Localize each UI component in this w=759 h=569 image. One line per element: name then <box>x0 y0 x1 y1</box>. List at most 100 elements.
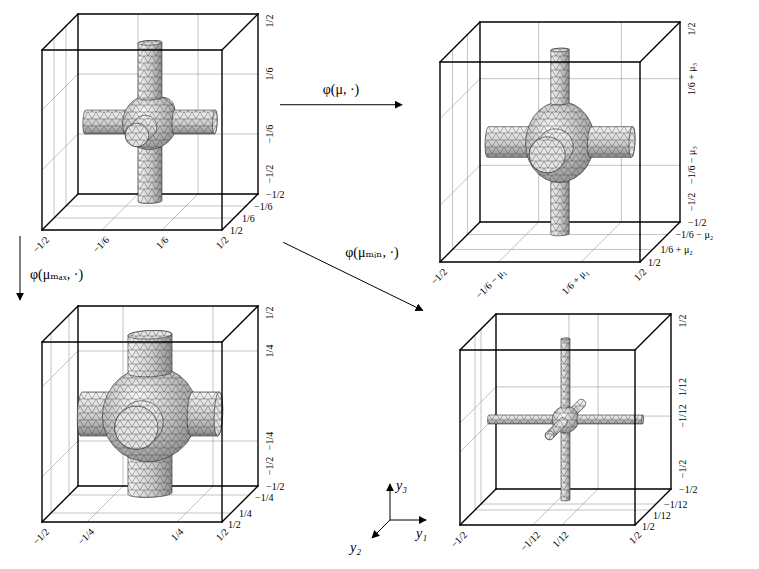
axis-label: y₃ <box>396 478 407 494</box>
axis-tick-label: 1/4 <box>264 345 275 358</box>
cube-edge <box>640 222 680 262</box>
cylinder-cap <box>561 338 570 340</box>
map-label: φ(μ, ·) <box>321 80 362 97</box>
axis-tick-label: −1/2 <box>688 217 706 228</box>
axis-tick-label: −1/12 <box>664 499 687 510</box>
axis-tick-label: −1/2 <box>679 484 697 495</box>
cube-panel: 1/21/6 + μ₃−1/6 − μ₃−1/2−1/2−1/6 − μ₂1/6… <box>410 22 680 262</box>
cylinder-mesh <box>128 330 172 376</box>
grid-line <box>51 513 231 514</box>
grid-line <box>162 194 198 230</box>
axis-tick-label: 1/2 <box>632 266 649 283</box>
cylinder-mesh <box>125 115 156 146</box>
sphere-mesh-mesh <box>102 366 197 461</box>
axis-tick-label: 1/2 <box>228 519 241 530</box>
cylinder-cap-mesh <box>561 338 570 340</box>
grid-line <box>481 329 482 504</box>
cylinder-mesh <box>545 418 567 440</box>
axis-tick-label: 1/2 <box>677 314 688 327</box>
cube-edge <box>440 222 480 262</box>
cube-edge <box>496 313 671 314</box>
axis-tick-label: −1/2 <box>264 165 275 183</box>
cube-edge <box>42 521 222 522</box>
cube-edge <box>41 50 42 230</box>
cube-edge <box>78 193 258 194</box>
cylinder-mesh-mesh <box>172 110 217 134</box>
axis-tick-label: −1/2 <box>677 460 688 478</box>
cube-edge <box>679 22 680 222</box>
cylinder-mesh-mesh <box>125 115 156 146</box>
cube-edge <box>480 21 680 22</box>
cylinder-cap <box>529 137 565 173</box>
map-label: φ(μₘᵢₙ, ·) <box>343 244 401 261</box>
cylinder-mesh <box>561 338 570 408</box>
grid-line <box>496 386 671 387</box>
cylinder-mesh-mesh <box>529 129 573 173</box>
grid-line <box>440 79 480 119</box>
cylinder-mesh <box>551 48 569 105</box>
grid-line <box>42 441 78 477</box>
sphere-mesh <box>122 94 177 149</box>
cylinder-mesh-mesh <box>561 338 570 408</box>
cylinder-mesh-mesh <box>577 415 643 424</box>
cylinder-mesh <box>588 127 635 158</box>
cube-edge <box>257 14 258 194</box>
grid-line <box>467 35 468 235</box>
axis-tick-label: −1/6 <box>254 201 272 212</box>
cube-edge <box>460 349 635 350</box>
cylinder-cap-mesh <box>125 123 148 146</box>
cylinder-cap-mesh <box>212 110 217 134</box>
cylinder-cap <box>128 330 172 339</box>
axis-tick-label: 1/2 <box>648 257 661 268</box>
cube-edge <box>460 524 635 525</box>
cube-edge <box>42 306 78 342</box>
grid-line <box>51 333 52 513</box>
axis-tick-label: 1/6 <box>154 234 171 251</box>
cube-edge <box>479 22 480 222</box>
axis-tick-label: −1/2 <box>266 189 284 200</box>
sphere-mesh <box>526 102 595 183</box>
cube-edge <box>257 306 258 486</box>
cylinder-mesh <box>187 392 223 436</box>
cylinder-mesh-mesh <box>128 330 172 376</box>
axis-tick-label: 1/2 <box>214 234 231 251</box>
axis-tick-label: 1/2 <box>214 526 231 543</box>
axis-tick-label: −1/6 − μ₂ <box>675 229 713 240</box>
axis-triad <box>372 484 426 538</box>
axis-tick-label: −1/2 <box>448 529 469 550</box>
grid-line <box>78 74 258 75</box>
sphere-mesh <box>102 366 197 461</box>
axis-tick-label: 1/12 <box>653 510 671 521</box>
cube-edge <box>77 14 78 194</box>
axis-tick-label: −1/2 <box>264 457 275 475</box>
axis-tick-label: −1/2 <box>30 526 51 547</box>
axis-arrow <box>372 520 390 538</box>
axis-arrow <box>390 484 391 520</box>
axis-tick-label: −1/2 <box>428 266 449 287</box>
cube-edge <box>222 14 258 50</box>
cylinder-cap <box>212 110 217 134</box>
axis-tick-label: 1/12 <box>677 378 688 396</box>
cylinder-mesh-mesh <box>115 401 164 450</box>
axis-tick-label: 1/2 <box>264 14 275 27</box>
axis-tick-label: −1/4 <box>264 432 275 450</box>
cube-edge <box>42 194 78 230</box>
cube-panel: 1/21/6−1/6−1/2−1/2−1/61/61/2−1/2−1/61/61… <box>12 14 258 230</box>
cube-edge <box>496 488 671 489</box>
cube-edge <box>634 350 635 525</box>
cylinder-cap <box>642 415 644 424</box>
cube-edge <box>221 342 222 522</box>
grid-line <box>66 206 246 207</box>
axis-tick-label: 1/6 + μ₃ <box>686 63 697 95</box>
cylinder-mesh-mesh <box>588 127 635 158</box>
sphere-mesh-mesh <box>526 102 595 183</box>
axis-tick-label: −1/2 <box>686 193 697 211</box>
cube-edge <box>221 50 222 230</box>
unit-cell <box>440 22 680 262</box>
axis-tick-label: −1/2 <box>266 481 284 492</box>
axis-tick-label: 1/6 + μ₁ <box>560 266 591 297</box>
axis-tick-label: −1/4 <box>255 492 273 503</box>
cube-edge <box>459 350 460 525</box>
axis-tick-label: −1/6 <box>264 125 275 143</box>
